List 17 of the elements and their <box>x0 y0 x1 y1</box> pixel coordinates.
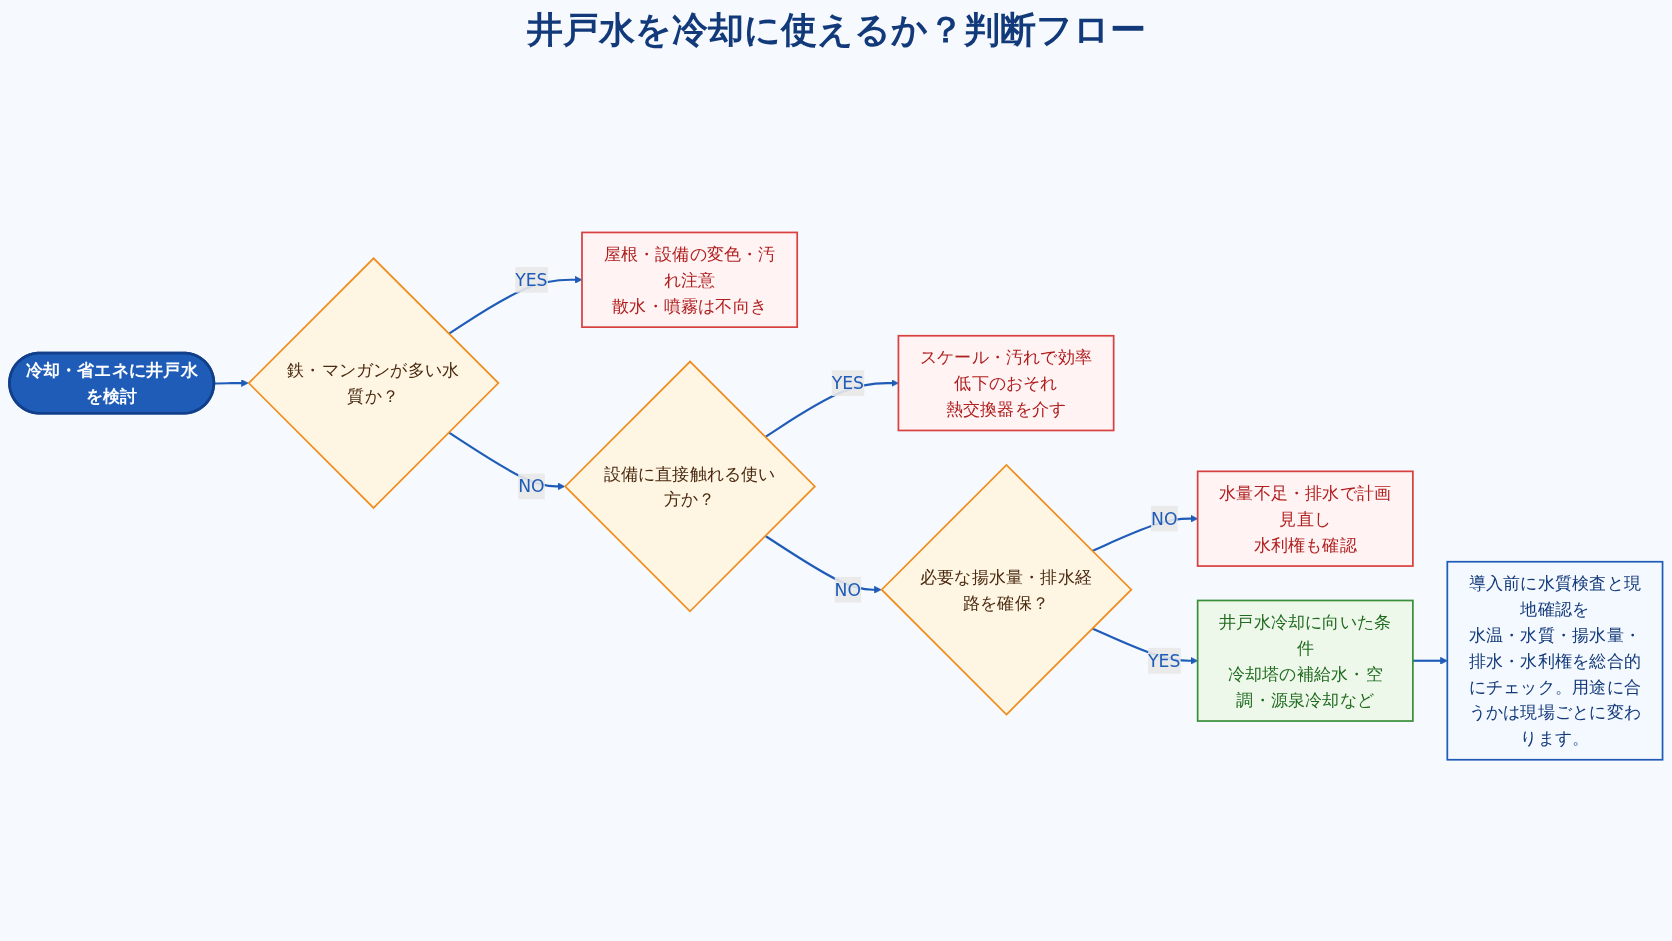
edge-label: YES <box>1148 650 1181 671</box>
edge-label: YES <box>515 269 548 291</box>
edge-label: NO <box>834 579 862 600</box>
edge-label: YES <box>831 372 864 394</box>
node-box: 屋根・設備の変色・汚れ注意 散水・噴霧は不向き <box>581 231 799 328</box>
node-box: 導入前に水質検査と現地確認を 水温・水質・揚水量・排水・水利権を総合的にチェック。用途に合うかは現場ごとに変わります。 <box>1446 560 1664 761</box>
title: 井戸水を冷却に使えるか？判断フロー <box>526 8 1146 52</box>
edge-label: NO <box>1151 508 1178 529</box>
node-box: 水量不足・排水で計画見直し 水利権も確認 <box>1196 470 1414 567</box>
node-box: スケール・汚れで効率低下のおそれ 熱交換器を介す <box>897 334 1115 432</box>
node-diamond: 必要な揚水量・排水経路を確保？ <box>880 463 1133 716</box>
node-box: 井戸水冷却に向いた条件 冷却塔の補給水・空調・源泉冷却など <box>1196 599 1414 722</box>
node-diamond: 鉄・マンガンが多い水質か？ <box>247 256 500 510</box>
arrow <box>214 379 249 387</box>
node-diamond: 設備に直接触れる使い方か？ <box>564 360 817 613</box>
arrow <box>1412 656 1448 665</box>
edge-label: NO <box>518 475 545 497</box>
